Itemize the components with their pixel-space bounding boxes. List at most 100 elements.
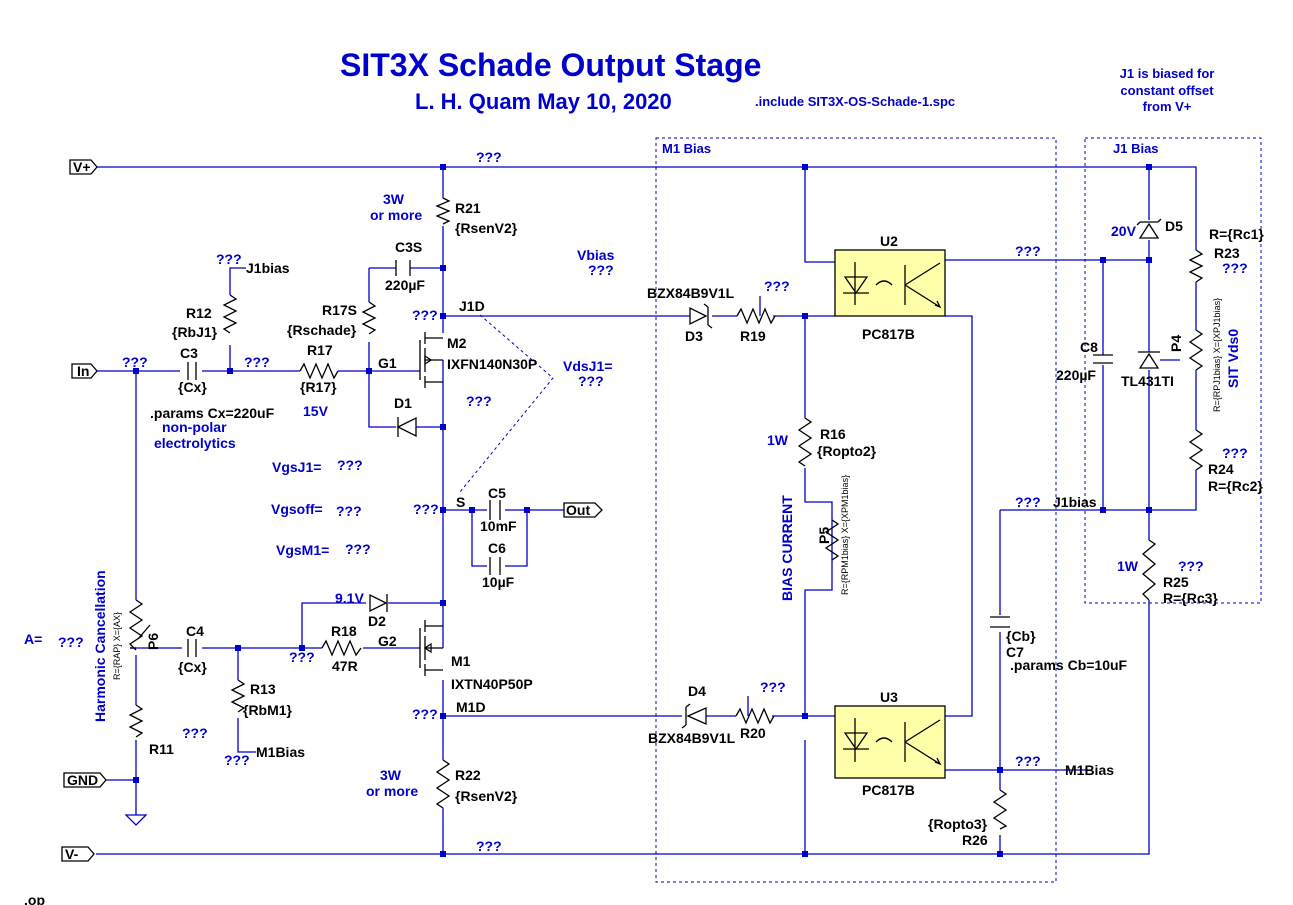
vplus-port-label: V+ [73,159,91,175]
c5-body [489,500,501,520]
p6-body [128,599,144,651]
r19-body [736,307,776,325]
u2-out-voltage: ??? [1015,243,1041,259]
r22-label: R22 [455,767,481,783]
note-electrolytics: electrolytics [154,435,236,451]
junction-dots [133,164,1152,857]
params-cx: .params Cx=220uF [150,405,275,421]
p6-value: R={RAP} X={AX} [112,612,122,680]
m1bias-voltage-left: ??? [224,752,250,768]
c4-body [187,639,197,657]
r20-label: R20 [740,725,766,741]
note-1w-r16: 1W [767,432,789,448]
c7-body [990,616,1010,628]
r16-body [797,417,813,467]
r21-body [435,197,451,225]
gnd-port-label: GND [67,772,98,788]
net-g2: G2 [378,633,397,649]
g1-left-voltage: ??? [244,354,270,370]
r17s-label: R17S [322,302,357,318]
r25-voltage: ??? [1178,558,1204,574]
vgsj1-value: ??? [337,457,363,473]
net-j1d: J1D [459,298,485,314]
j1-note-line2: constant offset [1120,83,1214,98]
r22-value: {RsenV2} [455,788,518,804]
c3-body [187,362,197,380]
net-j1bias-right: J1bias [1053,494,1097,510]
out-port-label: Out [566,502,590,518]
vminus-port [61,846,95,862]
j1bias-voltage-left: ??? [216,251,242,267]
net-s: S [456,494,465,510]
m1-value: IXTN40P50P [451,676,533,692]
d5-value: 20V [1111,223,1137,239]
r12-label: R12 [186,305,212,321]
r11-body [128,704,144,738]
c7-label: C7 [1006,644,1024,660]
vplus-voltage: ??? [476,149,502,165]
c3s-value: 220µF [385,277,425,293]
vplus-port [69,159,98,175]
notes: 3W or more 3W or more 15V .params Cx=220… [24,191,1139,905]
ports: V+ In GND V- Out [61,159,603,862]
c3-value: {Cx} [178,379,207,395]
r11-label: R11 [149,741,174,757]
d2-body [369,593,388,613]
in-voltage: ??? [122,354,148,370]
in-port [71,363,98,379]
m2-label: M2 [447,335,467,351]
m2-source-voltage: ??? [466,393,492,409]
c8-value: 220µF [1056,367,1096,383]
r17s-value: {Rschade} [287,322,357,338]
r12-value: {RbJ1} [172,324,218,340]
c8-body [1093,354,1113,364]
j1-bias-label: J1 Bias [1113,141,1159,156]
r23-voltage: ??? [1222,260,1248,276]
net-vbias: Vbias [577,247,615,263]
note-nonpolar: non-polar [162,419,227,435]
c3-label: C3 [180,345,198,361]
p5-body [824,519,840,561]
in-port-label: In [77,363,89,379]
vminus-voltage: ??? [476,838,502,854]
r23-label: R23 [1214,245,1240,261]
r18-value: 47R [332,658,358,674]
c8-label: C8 [1080,339,1098,355]
vdsj1-label: VdsJ1= [563,358,612,374]
j1-note-line1: J1 is biased for [1120,66,1215,81]
r25-value: R={Rc3} [1163,590,1218,606]
c6-label: C6 [488,540,506,556]
c7-value: {Cb} [1006,628,1036,644]
vgsoff-label: Vgsoff= [271,501,323,517]
note-3w-top: 3W [383,191,405,207]
p5-value: R={RPM1bias} X={XPM1bias} [840,475,850,595]
c6-value: 10µF [482,574,515,590]
r23-body [1188,249,1204,283]
j1-bias-box [1084,137,1262,604]
c5-value: 10mF [480,518,517,534]
c4-label: C4 [186,623,204,639]
net-g1: G1 [378,355,397,371]
sit-vds0-label: SIT Vds0 [1225,329,1241,388]
j1d-voltage: ??? [412,307,438,323]
r25-body [1141,539,1157,601]
d4-label: D4 [688,683,706,699]
c6-body [489,557,501,575]
s-voltage: ??? [413,501,439,517]
m2-value: IXFN140N30P [447,356,537,372]
d2-label: D2 [368,613,386,629]
p4-label: P4 [1168,335,1184,352]
tl431-body [1138,351,1160,369]
r24-label: R24 [1208,461,1234,477]
r24-value: R={Rc2} [1208,478,1263,494]
g2-left-voltage: ??? [289,649,315,665]
include-directive: .include SIT3X-OS-Schade-1.spc [755,94,955,109]
transistors [419,332,443,676]
r20-body [735,707,775,725]
vgsm1-value: ??? [345,541,371,557]
r16-label: R16 [820,426,846,442]
d4-body [681,703,707,729]
r11-wiper-voltage: ??? [182,725,208,741]
r17-body [299,362,339,380]
